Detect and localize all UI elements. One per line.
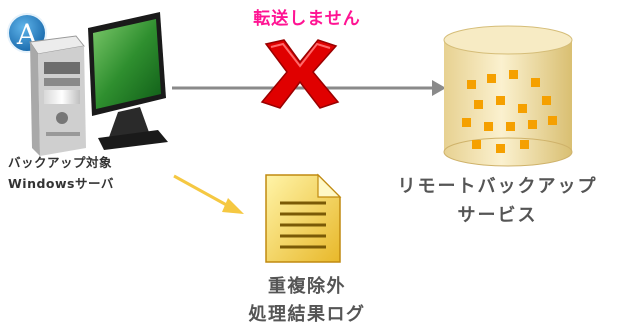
server-label-line1: バックアップ対象 [8,155,113,170]
log-label: 重複除外 処理結果ログ [222,273,392,329]
remote-service-label: リモートバックアップ サービス [380,172,615,230]
transfer-arrow [172,80,446,96]
remote-label-line2: サービス [457,205,538,226]
x-mark-icon [260,39,340,109]
blocked-label: 転送しません [253,9,361,29]
database-squares [462,70,557,153]
server-label-line2: Windowsサーバ [8,176,114,191]
remote-label-line1: リモートバックアップ [397,176,598,197]
database-icon [443,25,573,167]
computer-icon [29,12,168,156]
log-label-line2: 処理結果ログ [248,304,366,325]
log-label-line1: 重複除外 [268,276,346,297]
server-label: バックアップ対象 Windowsサーバ [8,152,168,194]
document-icon [265,173,342,263]
log-arrow [173,174,244,214]
